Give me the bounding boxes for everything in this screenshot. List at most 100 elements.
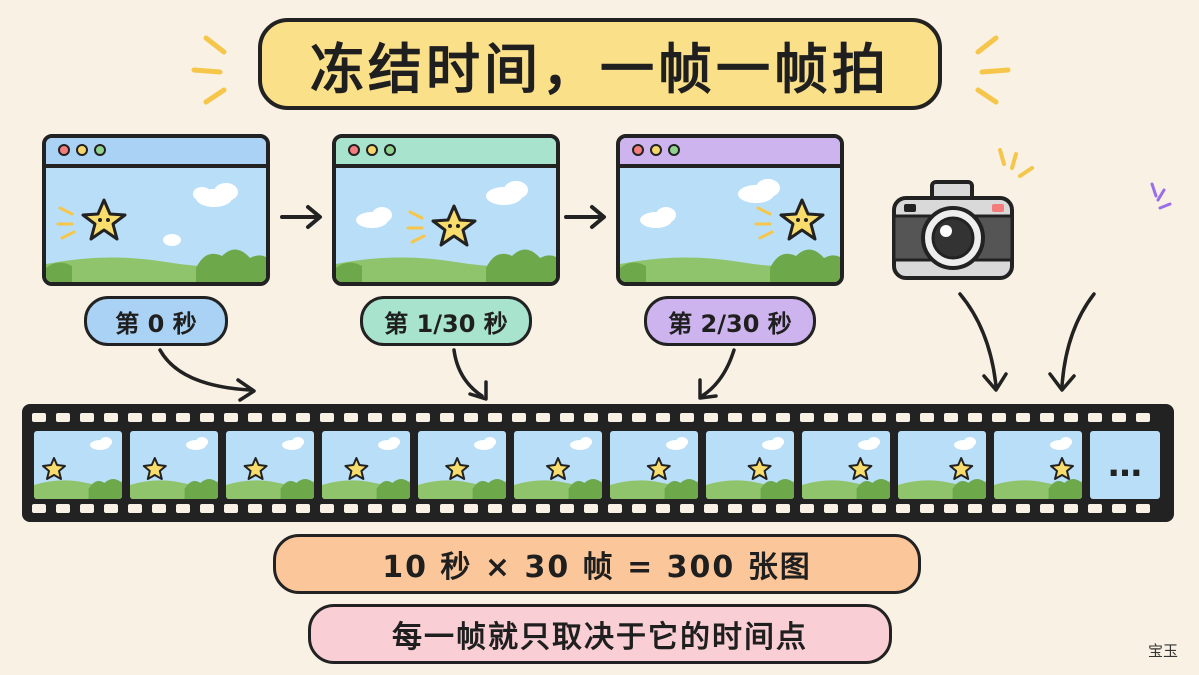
sprocket-hole: [848, 504, 862, 513]
sprocket-hole: [1064, 413, 1078, 422]
sparkle-rays-left: [191, 35, 227, 105]
sprocket-hole: [32, 504, 46, 513]
time-label-1: 第 1/30 秒: [360, 296, 532, 346]
star-icon: [42, 457, 66, 480]
cloud-icon: [90, 437, 112, 450]
sprocket-hole: [176, 504, 190, 513]
film-frame: [130, 431, 218, 499]
star-icon: [546, 457, 570, 480]
cloud-icon: [666, 437, 688, 450]
sprocket-hole: [1064, 504, 1078, 513]
sprocket-hole: [128, 413, 142, 422]
sprocket-hole: [56, 413, 70, 422]
time-label-2: 第 2/30 秒: [644, 296, 816, 346]
sprocket-hole: [128, 504, 142, 513]
sprocket-hole: [752, 413, 766, 422]
sprocket-hole: [224, 504, 238, 513]
star-icon: [431, 204, 477, 247]
sound-wave-icon: [1032, 182, 1172, 276]
sprocket-hole: [32, 413, 46, 422]
curved-arrow-icon: [698, 348, 736, 400]
window-title-bar: [46, 138, 266, 168]
sprocket-hole: [704, 504, 718, 513]
sprocket-hole: [464, 504, 478, 513]
sprocket-hole: [392, 413, 406, 422]
sprocket-hole: [944, 413, 958, 422]
sprocket-hole: [968, 504, 982, 513]
scene-illustration: [620, 179, 840, 282]
sprocket-hole: [800, 413, 814, 422]
sprocket-hole: [80, 413, 94, 422]
sprocket-hole: [656, 413, 670, 422]
sprocket-hole: [992, 504, 1006, 513]
window-title-bar: [620, 138, 840, 168]
sprocket-hole: [416, 504, 430, 513]
sprocket-hole: [1040, 504, 1054, 513]
sprocket-hole: [560, 504, 574, 513]
sprocket-hole: [296, 504, 310, 513]
sprocket-hole: [344, 504, 358, 513]
sprocket-hole: [776, 504, 790, 513]
scene-illustration: [336, 181, 556, 282]
sprocket-hole: [1088, 413, 1102, 422]
sprocket-hole: [272, 413, 286, 422]
sprocket-hole: [608, 413, 622, 422]
sprocket-hole: [272, 504, 286, 513]
author-signature: 宝玉: [1148, 642, 1179, 660]
sprocket-hole: [776, 413, 790, 422]
sprocket-hole: [152, 504, 166, 513]
right-arrow-icon: [280, 205, 322, 229]
film-frame: [802, 431, 890, 499]
sprocket-hole: [200, 504, 214, 513]
time-label-0: 第 0 秒: [84, 296, 228, 346]
curved-arrow-icon: [1048, 292, 1096, 392]
star-icon: [848, 457, 873, 480]
curved-arrow-icon: [452, 348, 488, 401]
sprocket-hole: [248, 413, 262, 422]
sprocket-hole: [872, 504, 886, 513]
sprocket-hole: [464, 413, 478, 422]
film-frame: [418, 431, 506, 499]
browser-window-frame-0: [42, 134, 270, 286]
sprocket-hole: [512, 413, 526, 422]
cloud-icon: [378, 437, 400, 450]
maximize-dot-icon: [668, 144, 680, 156]
sprocket-hole: [296, 413, 310, 422]
sprocket-hole: [224, 413, 238, 422]
star-icon: [243, 457, 268, 480]
cloud-icon: [570, 437, 592, 450]
sprocket-hole: [248, 504, 262, 513]
sprocket-hole: [488, 504, 502, 513]
film-frame: [706, 431, 794, 499]
star-icon: [779, 198, 825, 241]
cloud-icon: [858, 437, 880, 450]
sprocket-hole: [440, 413, 454, 422]
sprocket-hole: [1040, 413, 1054, 422]
sprocket-hole: [1136, 504, 1150, 513]
sprocket-hole: [368, 413, 382, 422]
cloud-icon: [1050, 437, 1072, 450]
sprocket-hole: [440, 504, 454, 513]
sprocket-hole: [944, 504, 958, 513]
sprocket-hole: [536, 504, 550, 513]
sprocket-hole: [1112, 504, 1126, 513]
sprocket-hole: [872, 413, 886, 422]
star-icon: [949, 457, 974, 480]
sprocket-hole: [920, 413, 934, 422]
sprocket-hole: [584, 413, 598, 422]
sprocket-hole: [728, 413, 742, 422]
sprocket-hole: [80, 504, 94, 513]
sprocket-hole: [320, 504, 334, 513]
sprocket-hole: [560, 413, 574, 422]
window-title-bar: [336, 138, 556, 168]
cloud-icon: [193, 183, 238, 207]
summary-note: 每一帧就只取决于它的时间点: [308, 604, 892, 664]
sprocket-hole: [656, 504, 670, 513]
sprocket-hole: [584, 504, 598, 513]
cloud-icon: [356, 207, 392, 228]
star-icon: [142, 457, 167, 480]
sprocket-hole: [824, 413, 838, 422]
film-frame: [514, 431, 602, 499]
sprocket-hole: [992, 413, 1006, 422]
film-frame: [610, 431, 698, 499]
